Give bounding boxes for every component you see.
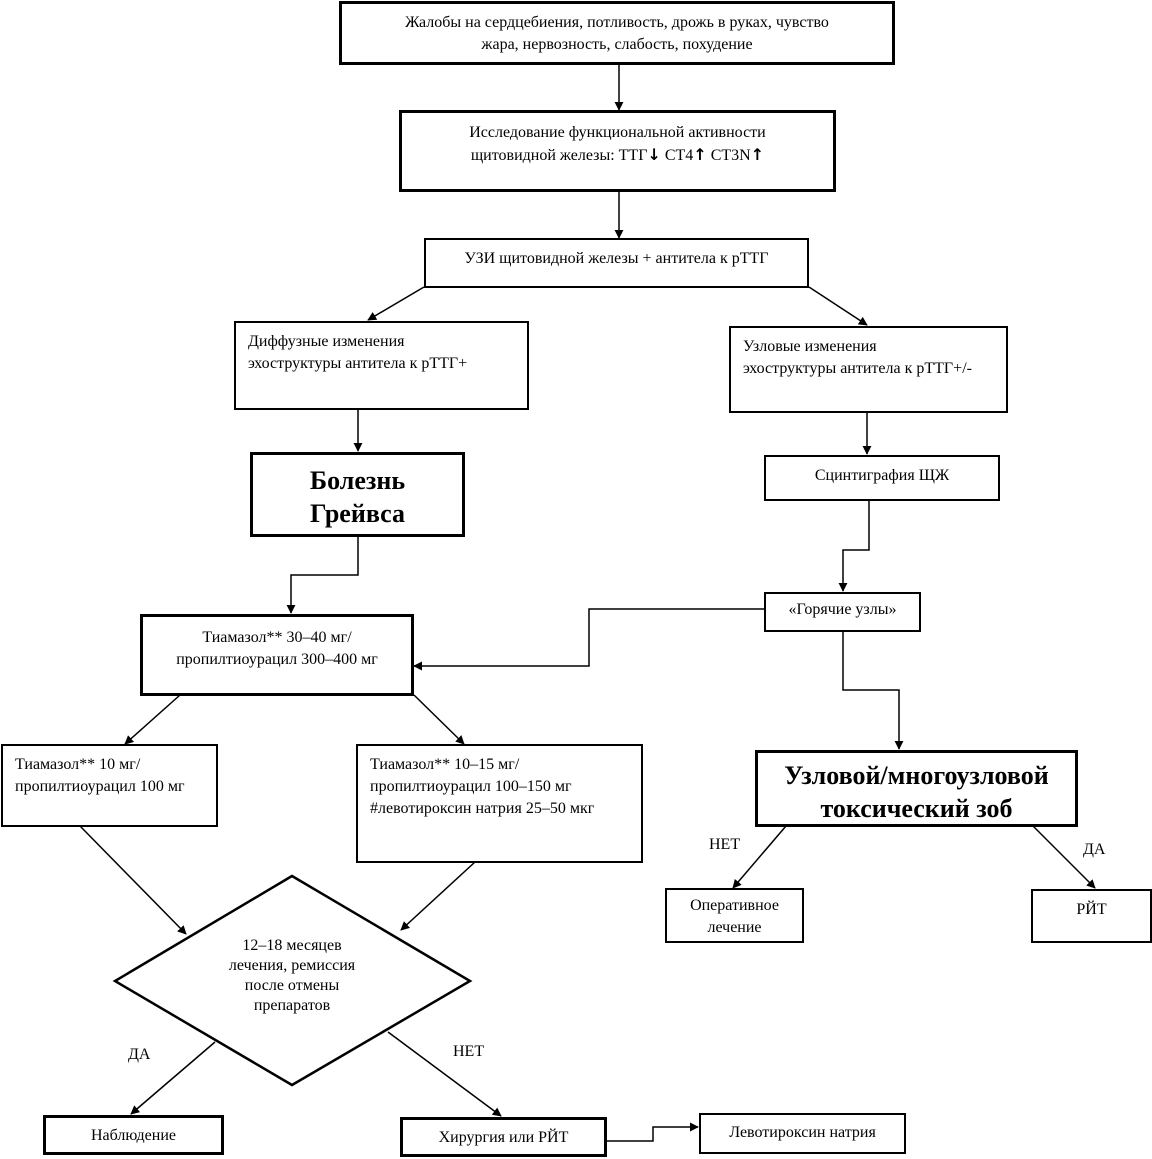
scintigraphy-box: Сцинтиграфия ЩЖ — [764, 455, 1000, 501]
surgery-or-rit-box: Хирургия или РЙТ — [400, 1117, 607, 1157]
complaints-line-1: Жалобы на сердцебиения, потливость, дрож… — [405, 14, 829, 31]
arrow-up-icon: ↑ — [693, 145, 707, 164]
edge-remission-to-surgery-rit — [387, 1031, 502, 1117]
thyroid-test-box: Исследование функциональной активности щ… — [399, 110, 836, 192]
arrow-up-icon: ↑ — [750, 145, 765, 164]
rit-box: РЙТ — [1031, 889, 1152, 943]
arrow-down-icon: ↓ — [647, 145, 661, 164]
levothyroxine-box: Левотироксин натрия — [699, 1113, 906, 1154]
thiamazole-low-line-1: Тиамазол** 10 мг/ — [15, 756, 141, 773]
edge-ultrasound-to-diffuse — [367, 286, 425, 321]
rit-text: РЙТ — [1076, 901, 1107, 918]
toxic-goiter-line-2: токсический зоб — [820, 794, 1013, 823]
observation-text: Наблюдение — [91, 1127, 176, 1144]
thiamazole-mid-line-1: Тиамазол** 10–15 мг/ — [370, 756, 520, 773]
complaints-line-2: жара, нервозность, слабость, похудение — [481, 36, 753, 53]
graves-line-2: Грейвса — [309, 499, 406, 528]
ultrasound-text: УЗИ щитовидной железы + антитела к рТТГ — [464, 250, 769, 267]
scintigraphy-text: Сцинтиграфия ЩЖ — [814, 467, 950, 484]
remission-line-2: лечения, ремиссия — [228, 957, 356, 974]
operative-treatment-box: Оперативное лечение — [665, 888, 804, 943]
hot-nodes-box: «Горячие узлы» — [764, 592, 921, 632]
remission-line-1: 12–18 месяцев — [242, 937, 342, 954]
remission-line-3: после отмены — [244, 977, 340, 994]
remission-decision-text: 12–18 месяцев лечения, ремиссия после от… — [192, 936, 392, 1016]
remission-yes-label: ДА — [128, 1046, 151, 1063]
edge-goiter-to-surgery — [732, 825, 787, 889]
thiamazole-mid-line-2: пропилтиоурацил 100–150 мг — [370, 778, 572, 795]
remission-no-label: НЕТ — [453, 1043, 485, 1060]
thiamazole-low-line-2: пропилтиоурацил 100 мг — [15, 778, 185, 795]
edge-low-to-remission — [79, 825, 187, 935]
surgery-or-rit-text: Хирургия или РЙТ — [438, 1129, 569, 1146]
thiamazole-low-dose-box: Тиамазол** 10 мг/ пропилтиоурацил 100 мг — [1, 744, 218, 827]
graves-line-1: Болезнь — [309, 466, 406, 495]
edge-graves-to-thiamazole — [286, 536, 359, 614]
thyroid-test-tsh-label: щитовидной железы: ТТГ — [470, 147, 648, 164]
ultrasound-box: УЗИ щитовидной железы + антитела к рТТГ — [424, 238, 809, 288]
thyroid-test-ct3-label: СТ3N — [706, 147, 751, 164]
edge-remission-to-observation — [130, 1041, 216, 1115]
thiamazole-high-dose-box: Тиамазол** 30–40 мг/ пропилтиоурацил 300… — [140, 614, 414, 696]
nodular-changes-box: Узловые изменения эхоструктуры антитела … — [729, 326, 1008, 413]
diffuse-line-1: Диффузные изменения — [248, 333, 405, 350]
edge-goiter-to-rit — [1032, 825, 1096, 889]
edge-ultrasound-to-nodular — [808, 286, 868, 326]
levothyroxine-text: Левотироксин натрия — [729, 1124, 876, 1141]
edge-thiamazole-to-mid — [413, 694, 465, 745]
toxic-goiter-box: Узловой/многоузловой токсический зоб — [755, 750, 1078, 827]
remission-decision-diamond — [112, 874, 473, 1087]
thiamazole-mid-dose-box: Тиамазол** 10–15 мг/ пропилтиоурацил 100… — [356, 744, 643, 863]
edge-hot-nodes-to-thiamazole — [413, 608, 764, 671]
edge-thiamazole-to-low — [124, 694, 181, 745]
operative-line-2: лечение — [707, 919, 762, 936]
diffuse-line-2: эхоструктуры антитела к рТТГ+ — [248, 355, 468, 372]
thyroid-test-line-1: Исследование функциональной активности — [469, 124, 766, 141]
thiamazole-mid-line-3: #левотироксин натрия 25–50 мкг — [370, 800, 595, 817]
remission-line-4: препаратов — [253, 997, 331, 1014]
toxic-goiter-line-1: Узловой/многоузловой — [784, 761, 1049, 790]
complaints-box: Жалобы на сердцебиения, потливость, дрож… — [339, 1, 895, 65]
edge-surgery-rit-to-levothyroxine — [606, 1122, 699, 1142]
graves-disease-box: Болезнь Грейвса — [250, 452, 465, 537]
nodular-line-1: Узловые изменения — [743, 338, 877, 355]
goiter-no-label: НЕТ — [709, 836, 741, 853]
thyroid-test-ct4-label: СТ4 — [660, 147, 694, 164]
diffuse-changes-box: Диффузные изменения эхоструктуры антител… — [234, 321, 529, 410]
thyroid-test-line-2: щитовидной железы: ТТГ↓ СТ4↑ СТ3N↑ — [402, 144, 833, 167]
observation-box: Наблюдение — [43, 1115, 224, 1155]
edge-hot-nodes-to-goiter — [842, 631, 904, 750]
edge-mid-to-remission — [400, 861, 476, 931]
edge-scintigraphy-to-hot-nodes — [838, 500, 870, 592]
goiter-yes-label: ДА — [1083, 841, 1106, 858]
hot-nodes-text: «Горячие узлы» — [788, 601, 897, 618]
nodular-line-2: эхоструктуры антитела к рТТГ+/- — [743, 360, 972, 377]
thiamazole-high-line-1: Тиамазол** 30–40 мг/ — [202, 629, 352, 646]
thiamazole-high-line-2: пропилтиоурацил 300–400 мг — [176, 651, 378, 668]
operative-line-1: Оперативное — [690, 897, 779, 914]
